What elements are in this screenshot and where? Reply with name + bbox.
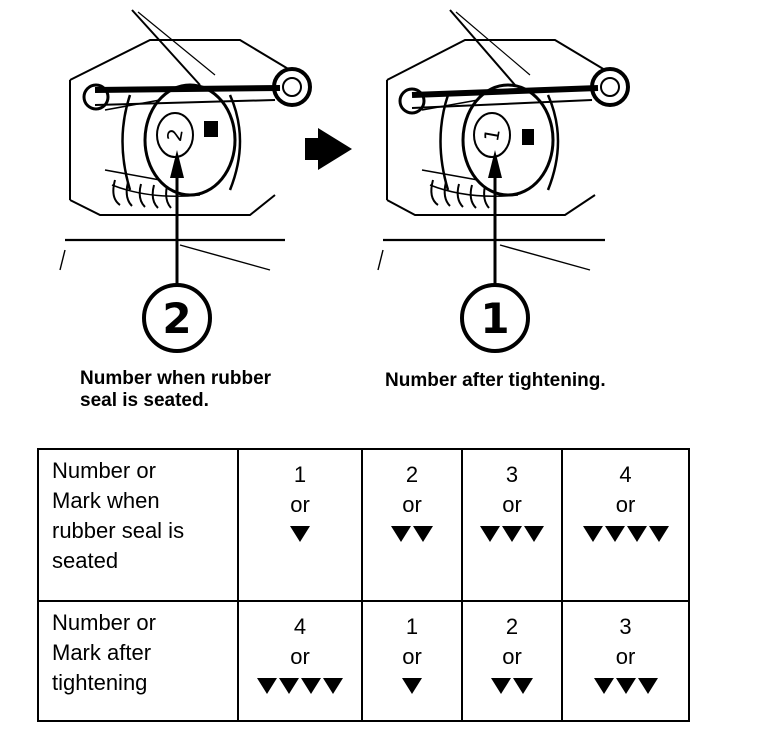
row-label-line: seated [52, 548, 119, 573]
triangle-mark-icon [290, 526, 310, 542]
triangle-mark-icon [626, 526, 647, 542]
mark-triangles [240, 672, 360, 700]
right-callout-arrow [488, 150, 502, 286]
cell-or: or [290, 492, 310, 517]
left-callout-number: 2 [162, 294, 191, 343]
right-arrow-icon [305, 128, 352, 170]
left-callout-circle: 2 [142, 283, 212, 353]
triangle-mark-icon [513, 678, 533, 694]
right-callout-number: 1 [480, 294, 509, 343]
left-caption-line: seal is seated. [80, 390, 209, 411]
row-label-line: Mark when [52, 488, 160, 513]
cell-number: 4 [619, 462, 632, 487]
table-cell: 4 or [237, 600, 363, 722]
cell-number: 2 [405, 462, 419, 487]
row-label-line: rubber seal is [52, 518, 185, 543]
left-caption: Number when rubber seal is seated. [80, 368, 340, 412]
triangle-mark-icon [480, 526, 500, 542]
table-cell: 4 or [561, 448, 690, 602]
triangle-mark-icon [301, 678, 321, 694]
table-cell: 3 or [561, 600, 690, 722]
row-label-line: Number or [52, 458, 156, 483]
row-label-line: tightening [52, 670, 148, 695]
row-label-line: Mark after [52, 640, 152, 665]
cell-number: 2 [505, 614, 519, 639]
triangle-mark-icon [615, 678, 636, 694]
cell-or: or [502, 644, 522, 669]
triangle-mark-icon [391, 526, 411, 542]
mark-triangles [564, 520, 687, 548]
mark-triangles [464, 520, 560, 548]
triangle-mark-icon [582, 526, 603, 542]
right-caption: Number after tightening. [385, 370, 705, 392]
cell-or: or [402, 492, 422, 517]
left-caption-line: Number when rubber [80, 368, 272, 389]
mark-triangles [364, 672, 460, 700]
mark-triangles [240, 520, 360, 548]
cell-number: 4 [293, 614, 307, 639]
table-cell: 2 or [361, 448, 463, 602]
table-cell: 2 or [461, 600, 563, 722]
triangle-mark-icon [524, 526, 544, 542]
row-label-tightened: Number or Mark after tightening [37, 600, 239, 722]
cell-or: or [402, 644, 422, 669]
mark-triangles [464, 672, 560, 700]
table-row-seated: Number or Mark when rubber seal is seate… [37, 448, 690, 602]
triangle-mark-icon [279, 678, 299, 694]
right-caption-line: Number after tightening. [385, 370, 606, 391]
cell-or: or [615, 644, 636, 669]
triangle-mark-icon [593, 678, 614, 694]
right-filter-view: 1 [377, 9, 630, 271]
seal-mark-table: Number or Mark when rubber seal is seate… [37, 448, 690, 722]
cell-or: or [615, 492, 636, 517]
filter-tightening-illustration: 2 2 1 [59, 9, 630, 353]
row-label-seated: Number or Mark when rubber seal is seate… [37, 448, 239, 602]
table-cell: 1 or [361, 600, 463, 722]
triangle-mark-icon [257, 678, 277, 694]
mark-triangles [564, 672, 687, 700]
triangle-mark-icon [637, 678, 658, 694]
left-filter-view: 2 [59, 9, 312, 271]
right-callout-circle: 1 [460, 283, 530, 353]
cell-or: or [502, 492, 522, 517]
svg-text:1: 1 [479, 127, 505, 144]
triangle-mark-icon [413, 526, 433, 542]
left-callout-arrow [170, 150, 184, 286]
triangle-mark-icon [491, 678, 511, 694]
table-cell: 3 or [461, 448, 563, 602]
triangle-mark-icon [502, 526, 522, 542]
triangle-mark-icon [323, 678, 343, 694]
triangle-mark-icon [648, 526, 669, 542]
cell-or: or [290, 644, 310, 669]
cell-number: 1 [405, 614, 419, 639]
row-label-line: Number or [52, 610, 156, 635]
table-cell: 1 or [237, 448, 363, 602]
triangle-mark-icon [604, 526, 625, 542]
cell-number: 3 [619, 614, 632, 639]
cell-number: 1 [293, 462, 307, 487]
triangle-mark-icon [402, 678, 422, 694]
svg-text:2: 2 [162, 127, 188, 144]
cell-number: 3 [505, 462, 519, 487]
mark-triangles [364, 520, 460, 548]
